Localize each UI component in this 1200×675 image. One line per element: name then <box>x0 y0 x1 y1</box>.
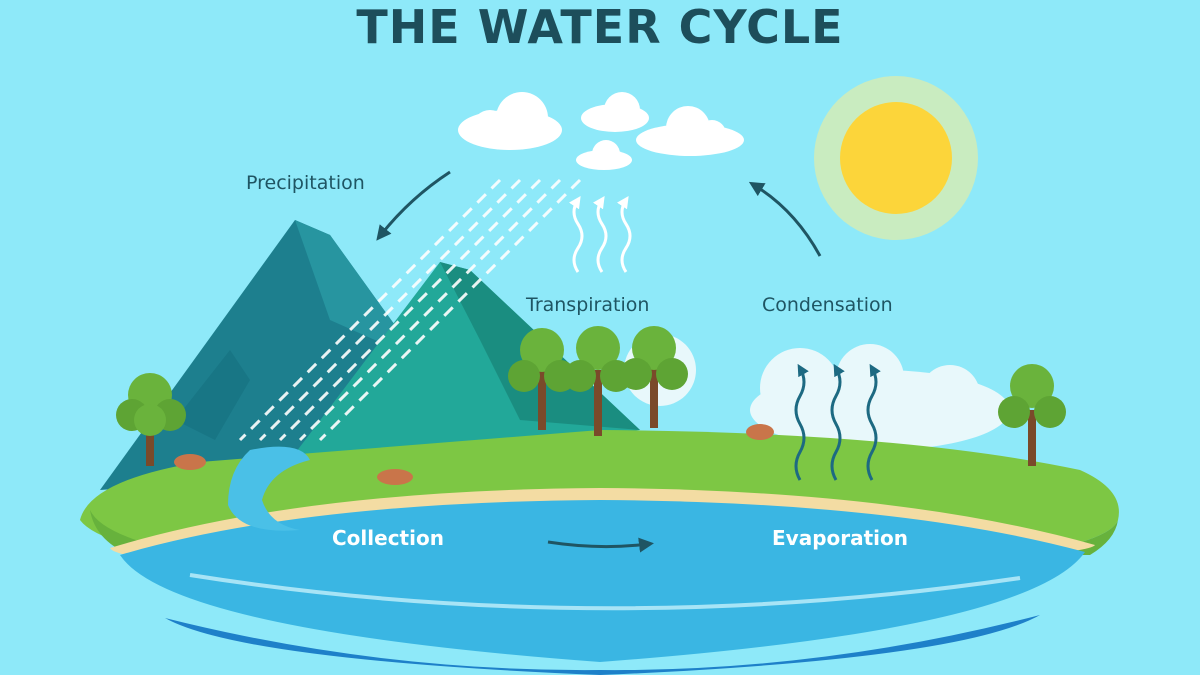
precipitation-label: Precipitation <box>246 172 365 194</box>
rocks <box>174 424 774 485</box>
rain-streaks <box>238 178 582 442</box>
tree-icon <box>116 373 186 466</box>
precipitation-arrow-icon <box>376 170 451 241</box>
tree-icon <box>998 364 1066 466</box>
collection-label: Collection <box>332 526 444 550</box>
page-title: THE WATER CYCLE <box>356 0 844 54</box>
lake-water <box>120 500 1085 675</box>
transpiration-arrows <box>569 196 632 273</box>
evaporation-arrows <box>794 363 881 481</box>
collection-arrow-icon <box>547 537 654 553</box>
condensation-label: Condensation <box>762 294 893 316</box>
river <box>228 446 310 531</box>
condensation-arrow-icon <box>748 181 822 257</box>
evaporation-label: Evaporation <box>772 526 909 550</box>
tree-icon <box>620 326 688 428</box>
transpiration-label: Transpiration <box>526 294 650 316</box>
sun-icon <box>814 76 978 240</box>
mist-cloud-icon <box>624 334 1010 450</box>
cloud-icon <box>458 92 744 170</box>
